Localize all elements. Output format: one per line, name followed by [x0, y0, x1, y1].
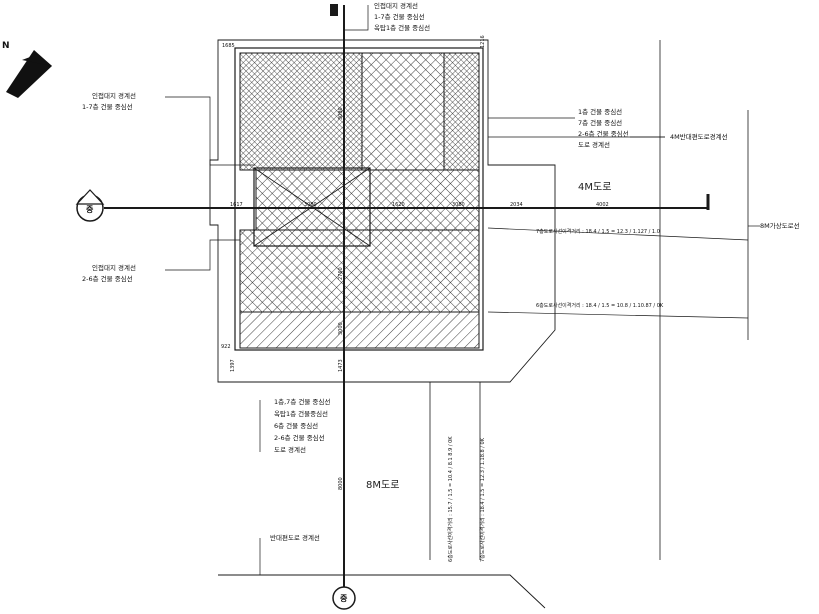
block-upper-right — [443, 52, 480, 171]
plan-text-label: 1473 — [338, 359, 344, 372]
plan-text-label: 1617 — [230, 202, 243, 208]
labels-lower-left: 인접대지 경계선 2-6층 건물 중심선 — [82, 263, 136, 283]
plan-text-label: 인접대지 경계선 — [374, 1, 418, 10]
label-opposite-4m-road: 4M반대편도로경계선 — [670, 132, 728, 141]
labels-top: 인접대지 경계선 1-7층 건물 중심선 옥탑1층 건물 중심선 — [374, 1, 430, 32]
plan-text-label: 옥탑1층 건물중심선 — [274, 409, 328, 418]
block-middle — [255, 169, 480, 231]
plan-text-label: 3080 — [304, 202, 317, 208]
opposite-road-boundary — [218, 574, 546, 609]
note-distance-upper: 7층도로사선이격거리 : 18.4 / 1.5 = 12.3 / 1.127 /… — [536, 228, 660, 235]
block-upper-left — [239, 52, 363, 171]
plan-text-label: 중 — [340, 594, 348, 603]
plan-text-label: 2-6층 건물 중심선 — [578, 129, 629, 138]
labels-bottom: 1층,7층 건물 중심선 옥탑1층 건물중심선 6층 건물 중심선 2-6층 건… — [270, 397, 330, 542]
plan-text-label: 도로 경계선 — [578, 140, 610, 149]
plan-text-label: 중 — [86, 205, 94, 214]
label-virtual-8m-road: 8M가상도로선 — [760, 221, 800, 230]
north-arrow: N — [2, 41, 52, 98]
labels-right: 1층 건물 중심선 7층 건물 중심선 2-6층 건물 중심선 도로 경계선 4… — [578, 107, 800, 230]
north-letter: N — [2, 41, 10, 51]
note-distance-vertical-right: 7층도로사선이격거리 : 18.4 / 1.5 = 12.3 / 1.18.8 … — [479, 437, 486, 562]
plan-text-label: 도로 경계선 — [274, 445, 306, 454]
label-opposite-road-boundary: 반대편도로 경계선 — [270, 533, 320, 542]
block-upper-middle — [361, 52, 445, 171]
plan-text-label: 922 — [221, 344, 231, 350]
building-outline — [234, 47, 484, 351]
axis-marker-left: 중 — [75, 189, 105, 222]
plan-text-label: 2-6층 건물 중심선 — [82, 274, 133, 283]
plan-text-label: 인접대지 경계선 — [92, 263, 136, 272]
plan-text-label: 1-7층 건물 중심선 — [374, 12, 425, 21]
labels-upper-left: 인접대지 경계선 1-7층 건물 중심선 — [82, 91, 136, 111]
axis-marker-bottom: 중 — [332, 586, 356, 610]
plan-text-label: 2-6층 건물 중심선 — [274, 433, 325, 442]
plan-text-label: 1397 — [230, 359, 236, 372]
site-boundary — [209, 39, 556, 383]
road-label-east: 4M도로 — [578, 182, 611, 193]
block-bottom-strip — [239, 311, 480, 349]
road-label-south: 8M도로 — [366, 480, 399, 491]
plan-text-label: 2760 — [338, 267, 344, 280]
note-distance-lower: 6층도로사선이격거리 : 18.4 / 1.5 = 10.8 / 1.10.87… — [536, 302, 664, 309]
block-lower — [239, 229, 480, 313]
dimension-labels: 1685 1216 1617 3080 1620 3080 2034 4002 … — [221, 35, 609, 490]
plan-text-label: 1620 — [392, 202, 405, 208]
plan-text-label: 8000 — [338, 477, 344, 490]
plan-text-label: 1층 건물 중심선 — [578, 107, 622, 116]
plan-text-label: 1층,7층 건물 중심선 — [274, 397, 330, 406]
plan-text-label: 1685 — [222, 43, 235, 49]
plan-text-label: 1216 — [480, 35, 486, 48]
plan-text-label: 6층 건물 중심선 — [274, 421, 318, 430]
plan-text-label: 2034 — [510, 202, 523, 208]
plan-text-label: 인접대지 경계선 — [92, 91, 136, 100]
plan-text-label: 4002 — [596, 202, 609, 208]
plan-text-label: 3080 — [452, 202, 465, 208]
plan-text-label: 7층 건물 중심선 — [578, 118, 622, 127]
plan-text-label: 1-7층 건물 중심선 — [82, 102, 133, 111]
plan-text-label: 옥탑1층 건물 중심선 — [374, 23, 430, 32]
note-distance-vertical-left: 6층도로사선이격거리 : 15.7 / 1.5 = 10.4 / 8.1 8.9… — [447, 436, 454, 562]
plan-text-label: 3000 — [338, 322, 344, 335]
plan-text-label: 3080 — [338, 107, 344, 120]
